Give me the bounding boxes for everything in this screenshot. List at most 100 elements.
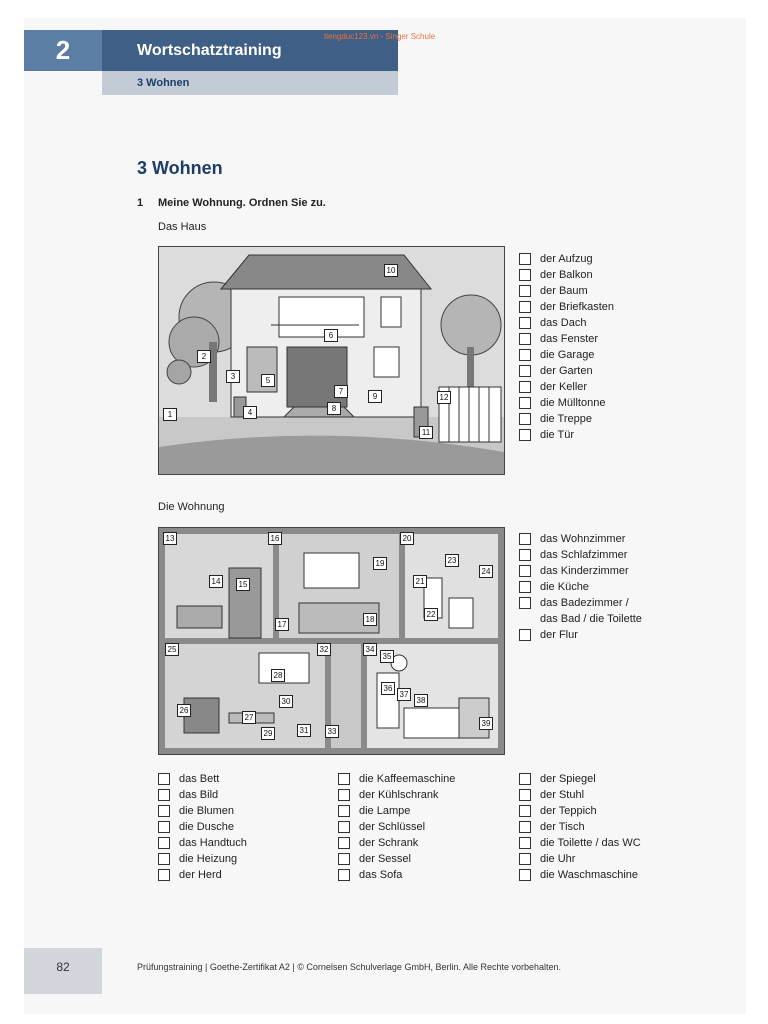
checkbox[interactable] — [338, 773, 350, 785]
apartment-marker-32: 32 — [317, 643, 331, 656]
room-word-item: das Kinderzimmer — [519, 563, 642, 579]
task-instruction: Meine Wohnung. Ordnen Sie zu. — [158, 197, 326, 209]
checkbox[interactable] — [519, 629, 531, 641]
object-word-item: der Teppich — [519, 803, 641, 819]
checkbox[interactable] — [519, 773, 531, 785]
checkbox[interactable] — [519, 789, 531, 801]
apartment-marker-26: 26 — [177, 704, 191, 717]
object-word-item: der Sessel — [338, 851, 455, 867]
checkbox[interactable] — [519, 837, 531, 849]
apartment-label: Die Wohnung — [158, 501, 225, 513]
checkbox[interactable] — [519, 317, 531, 329]
house-label: Das Haus — [158, 221, 207, 233]
checkbox[interactable] — [519, 549, 531, 561]
checkbox[interactable] — [519, 269, 531, 281]
checkbox[interactable] — [519, 365, 531, 377]
house-marker-2: 2 — [197, 350, 211, 363]
checkbox[interactable] — [338, 789, 350, 801]
page-number: 82 — [56, 960, 70, 974]
house-word-list: der Aufzug der Balkon der Baum der Brief… — [519, 251, 614, 443]
apartment-marker-25: 25 — [165, 643, 179, 656]
object-word-item: der Herd — [158, 867, 247, 883]
checkbox[interactable] — [519, 869, 531, 881]
checkbox[interactable] — [158, 789, 170, 801]
object-word-item: die Toilette / das WC — [519, 835, 641, 851]
object-word-item: die Lampe — [338, 803, 455, 819]
object-word-item: der Schrank — [338, 835, 455, 851]
house-word-item: der Balkon — [519, 267, 614, 283]
checkbox[interactable] — [519, 821, 531, 833]
room-word-item: das Badezimmer / — [519, 595, 642, 611]
checkbox[interactable] — [519, 413, 531, 425]
apartment-marker-39: 39 — [479, 717, 493, 730]
apartment-marker-33: 33 — [325, 725, 339, 738]
watermark: tiengduc123.vn - Singer Schule — [324, 32, 436, 41]
room-word-item: das Schlafzimmer — [519, 547, 642, 563]
house-marker-3: 3 — [226, 370, 240, 383]
apartment-marker-13: 13 — [163, 532, 177, 545]
checkbox[interactable] — [519, 285, 531, 297]
apartment-marker-36: 36 — [381, 682, 395, 695]
checkbox[interactable] — [158, 837, 170, 849]
checkbox[interactable] — [158, 773, 170, 785]
house-word-item: der Baum — [519, 283, 614, 299]
house-marker-11: 11 — [419, 426, 433, 439]
apartment-marker-18: 18 — [363, 613, 377, 626]
object-word-item: der Kühlschrank — [338, 787, 455, 803]
checkbox[interactable] — [519, 381, 531, 393]
house-marker-8: 8 — [327, 402, 341, 415]
checkbox[interactable] — [158, 869, 170, 881]
house-marker-6: 6 — [324, 329, 338, 342]
apartment-marker-24: 24 — [479, 565, 493, 578]
checkbox[interactable] — [158, 805, 170, 817]
footer-copyright: Prüfungstraining | Goethe-Zertifikat A2 … — [137, 962, 562, 972]
checkbox[interactable] — [338, 837, 350, 849]
house-word-item: der Aufzug — [519, 251, 614, 267]
apartment-marker-20: 20 — [400, 532, 414, 545]
chapter-title: Wortschatztraining — [137, 42, 282, 59]
object-word-item: die Kaffeemaschine — [338, 771, 455, 787]
checkbox[interactable] — [158, 853, 170, 865]
house-marker-9: 9 — [368, 390, 382, 403]
house-word-item: die Mülltonne — [519, 395, 614, 411]
object-word-list-3: der Spiegel der Stuhl der Teppich der Ti… — [519, 771, 641, 883]
checkbox[interactable] — [519, 333, 531, 345]
object-word-item: das Bett — [158, 771, 247, 787]
room-word-list: das Wohnzimmer das Schlafzimmer das Kind… — [519, 531, 642, 643]
checkbox[interactable] — [519, 349, 531, 361]
apartment-marker-19: 19 — [373, 557, 387, 570]
subtitle: 3 Wohnen — [137, 77, 190, 89]
checkbox[interactable] — [519, 533, 531, 545]
house-word-item: der Keller — [519, 379, 614, 395]
checkbox[interactable] — [338, 805, 350, 817]
checkbox[interactable] — [338, 869, 350, 881]
page-background — [24, 18, 746, 1014]
house-marker-1: 1 — [163, 408, 177, 421]
house-word-item: das Fenster — [519, 331, 614, 347]
checkbox[interactable] — [519, 253, 531, 265]
room-word-item: das Wohnzimmer — [519, 531, 642, 547]
checkbox[interactable] — [519, 581, 531, 593]
house-word-item: der Briefkasten — [519, 299, 614, 315]
apartment-illustration: 13 14 15 16 17 18 19 20 21 22 23 24 25 2… — [158, 527, 505, 755]
apartment-marker-23: 23 — [445, 554, 459, 567]
room-word-item-continuation: das Bad / die Toilette — [540, 613, 642, 625]
checkbox[interactable] — [519, 565, 531, 577]
checkbox[interactable] — [519, 397, 531, 409]
checkbox[interactable] — [338, 821, 350, 833]
house-word-item: der Garten — [519, 363, 614, 379]
checkbox[interactable] — [158, 821, 170, 833]
checkbox[interactable] — [519, 597, 531, 609]
checkbox[interactable] — [519, 805, 531, 817]
house-drawing — [159, 247, 504, 474]
checkbox[interactable] — [338, 853, 350, 865]
apartment-marker-14: 14 — [209, 575, 223, 588]
checkbox[interactable] — [519, 429, 531, 441]
subtitle-bar — [102, 71, 398, 95]
house-word-item: die Tür — [519, 427, 614, 443]
apartment-marker-27: 27 — [242, 711, 256, 724]
object-word-item: der Stuhl — [519, 787, 641, 803]
apartment-marker-34: 34 — [363, 643, 377, 656]
checkbox[interactable] — [519, 301, 531, 313]
checkbox[interactable] — [519, 853, 531, 865]
